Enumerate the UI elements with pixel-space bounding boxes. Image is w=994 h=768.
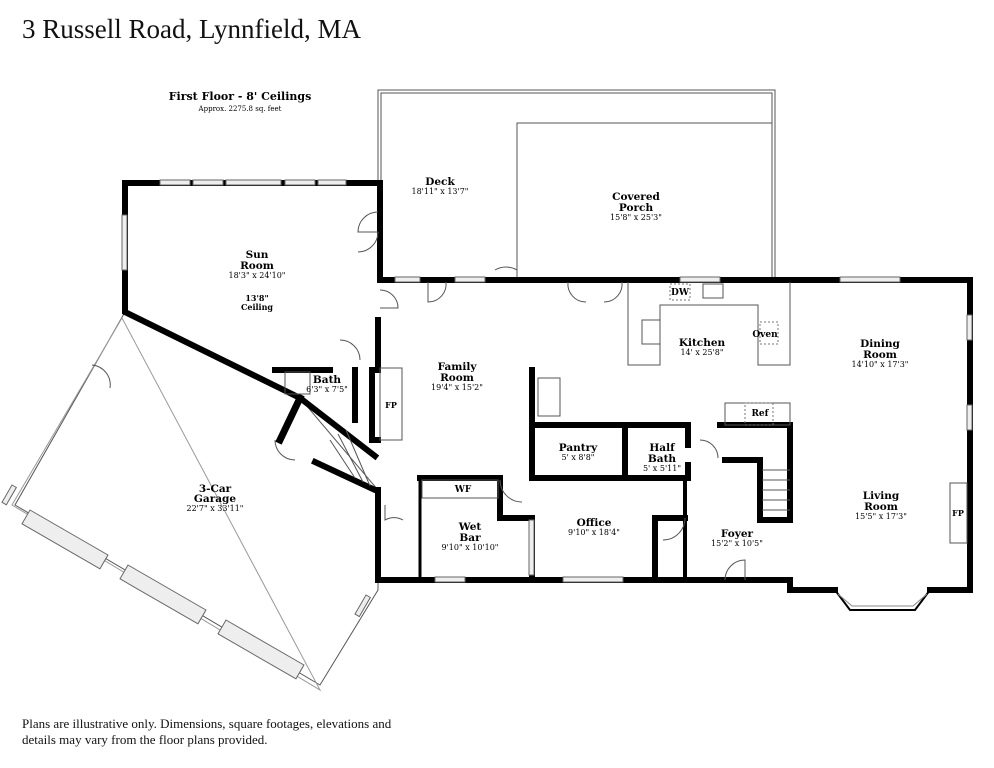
office-name: Office: [577, 517, 612, 529]
porch-name-1: Covered: [612, 191, 660, 203]
windows: [121, 179, 973, 583]
sun-dims: 18'3" x 24'10": [229, 271, 286, 280]
oven-label: Oven: [752, 330, 778, 340]
kitchen-dims: 14' x 25'8": [680, 348, 723, 357]
dining-name-2: Room: [863, 349, 897, 361]
family-dims: 19'4" x 15'2": [431, 383, 483, 392]
office-dims: 9'10" x 18'4": [568, 528, 620, 537]
walls: [122, 180, 973, 611]
garage-outline: [1, 311, 379, 692]
disclaimer: Plans are illustrative only. Dimensions,…: [22, 716, 392, 747]
living-name-1: Living: [863, 490, 900, 502]
garage-name-2: Garage: [194, 493, 236, 505]
page-title: 3 Russell Road, Lynnfield, MA: [22, 14, 361, 44]
deck-dims: 18'11" x 13'7": [412, 187, 469, 196]
family-name-1: Family: [438, 361, 478, 373]
wetbar-dims: 9'10" x 10'10": [442, 543, 499, 552]
pantry-dims: 5' x 8'8": [562, 453, 595, 462]
sun-ceiling-2: Ceiling: [241, 302, 273, 312]
foyer-name: Foyer: [721, 528, 754, 540]
porch-dims: 15'8" x 25'3": [610, 213, 662, 222]
kitchen-counters: [284, 282, 791, 499]
wetbar-name-1: Wet: [458, 521, 482, 533]
bath-dims: 6'3" x 7'5": [306, 385, 348, 394]
living-fireplace-label: FP: [952, 508, 964, 518]
dishwasher-label: DW: [671, 288, 690, 298]
dining-dims: 14'10" x 17'3": [852, 360, 909, 369]
wetbar-name-2: Bar: [459, 532, 481, 544]
living-name-2: Room: [864, 501, 898, 513]
living-dims: 15'5" x 17'3": [855, 512, 907, 521]
doors: [91, 211, 746, 581]
deck-name: Deck: [425, 176, 455, 188]
kitchen-name: Kitchen: [679, 337, 726, 349]
foyer-dims: 15'2" x 10'5": [711, 539, 763, 548]
sun-name-2: Room: [240, 260, 274, 272]
halfbath-name-2: Bath: [648, 453, 677, 465]
halfbath-dims: 5' x 5'11": [643, 464, 681, 473]
bath-name: Bath: [313, 374, 342, 386]
family-name-2: Room: [440, 372, 474, 384]
sun-name-1: Sun: [246, 249, 269, 261]
dining-name-1: Dining: [860, 338, 900, 350]
porch-name-2: Porch: [619, 202, 654, 214]
pantry-name: Pantry: [559, 442, 598, 454]
wine-fridge-label: WF: [454, 485, 472, 495]
sun-ceiling-1: 13'8": [245, 293, 268, 303]
floor-label: First Floor - 8' Ceilings: [169, 90, 312, 103]
garage-dims: 22'7" x 33'11": [187, 504, 244, 513]
floor-area: Approx. 2275.8 sq. feet: [198, 105, 282, 113]
garage-name-1: 3-Car: [199, 483, 232, 495]
family-fireplace-label: FP: [385, 400, 397, 410]
halfbath-name-1: Half: [649, 442, 676, 454]
refrigerator-label: Ref: [751, 409, 769, 419]
